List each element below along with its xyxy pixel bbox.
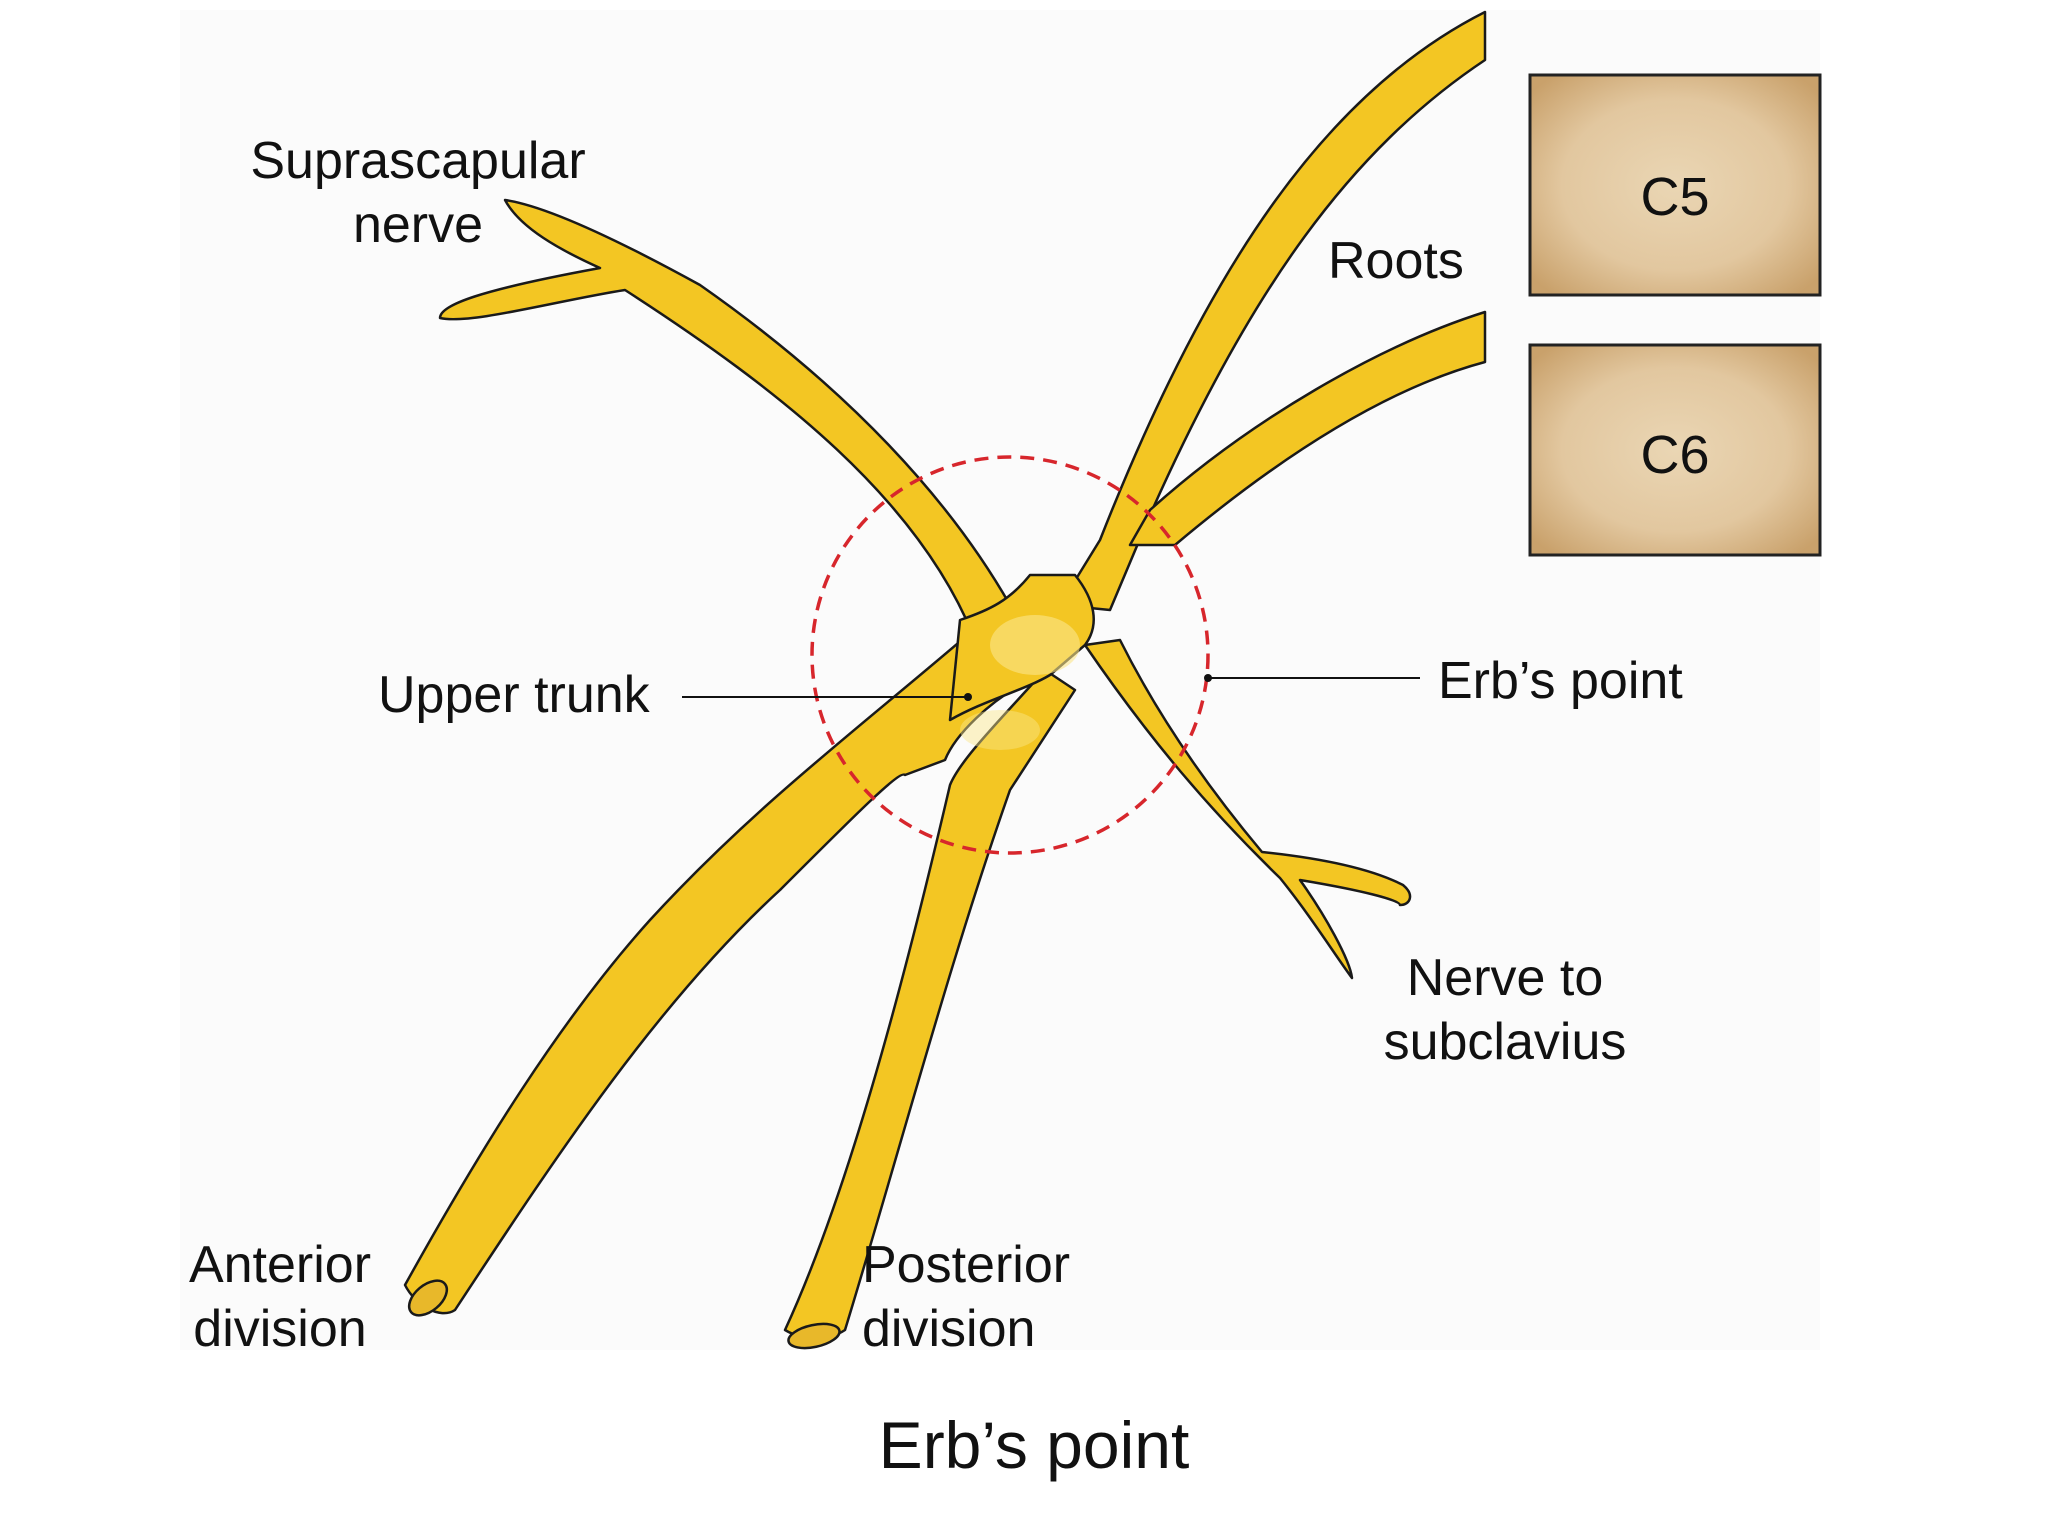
figure-caption: Erb’s point <box>879 1408 1190 1482</box>
posterior-division-nerve <box>783 668 1077 1340</box>
posterior-division-label-line2: division <box>862 1300 1035 1358</box>
vertebra-c5 <box>1528 73 1822 297</box>
upper-trunk-label: Upper trunk <box>378 666 651 724</box>
division-highlight <box>960 710 1040 750</box>
roots-label: Roots <box>1328 232 1464 290</box>
upper-trunk-leader-dot <box>964 693 972 701</box>
c5-label: C5 <box>1640 167 1709 227</box>
erbs-point-label: Erb’s point <box>1438 652 1683 710</box>
suprascapular-label-line2: nerve <box>353 196 483 254</box>
trunk-highlight <box>990 615 1080 675</box>
anterior-division-label-line1: Anterior <box>189 1236 371 1294</box>
vertebra-c6 <box>1528 343 1822 557</box>
anterior-division-label-line2: division <box>193 1300 366 1358</box>
c6-label: C6 <box>1640 425 1709 485</box>
posterior-division-label-line1: Posterior <box>862 1236 1070 1294</box>
anterior-division-cut-end <box>407 1279 449 1317</box>
erbs-point-leader-dot <box>1204 674 1212 682</box>
posterior-division-cut-end <box>787 1322 841 1350</box>
erbs-point-circle <box>810 455 1210 855</box>
suprascapular-label-line1: Suprascapular <box>250 132 585 190</box>
nerve-to-subclavius-label-line2: subclavius <box>1384 1013 1627 1071</box>
c6-root-nerve <box>1128 310 1487 547</box>
nerve-to-subclavius <box>1083 638 1412 980</box>
suprascapular-nerve <box>438 198 1012 642</box>
nerve-to-subclavius-label-line1: Nerve to <box>1407 949 1604 1007</box>
anterior-division-nerve <box>403 618 1032 1315</box>
